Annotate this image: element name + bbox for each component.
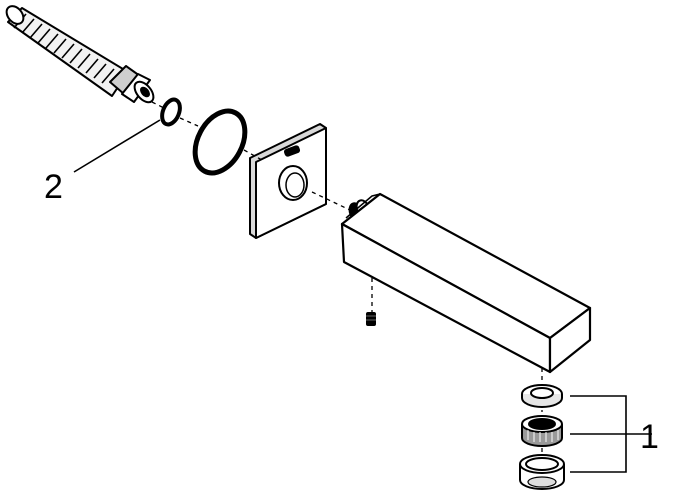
plate-hole-inner <box>285 172 305 198</box>
aerator-insert <box>521 415 563 447</box>
aerator-housing <box>519 454 565 490</box>
hose-corrugations <box>13 13 115 84</box>
leader-2 <box>73 119 161 173</box>
aerator-assembly <box>519 384 565 490</box>
flexible-hose <box>5 5 155 104</box>
grub-screw <box>366 312 376 326</box>
small-o-ring <box>160 97 182 127</box>
square-spout <box>340 192 592 374</box>
spout-rear-edge <box>345 193 381 219</box>
aerator-washer <box>521 384 563 408</box>
large-o-ring <box>192 108 248 176</box>
square-wall-plate <box>249 123 327 239</box>
hose-fitting-bore <box>140 86 150 98</box>
callout-2: 2 <box>44 168 63 206</box>
spout-end-face <box>548 306 592 374</box>
assembly-axis-lines <box>151 101 543 452</box>
leader-1-bracket <box>570 395 652 473</box>
callout-1: 1 <box>640 418 659 456</box>
leader-lines <box>73 119 652 473</box>
plate-slot <box>283 145 301 157</box>
hose-end-cap <box>5 5 25 25</box>
